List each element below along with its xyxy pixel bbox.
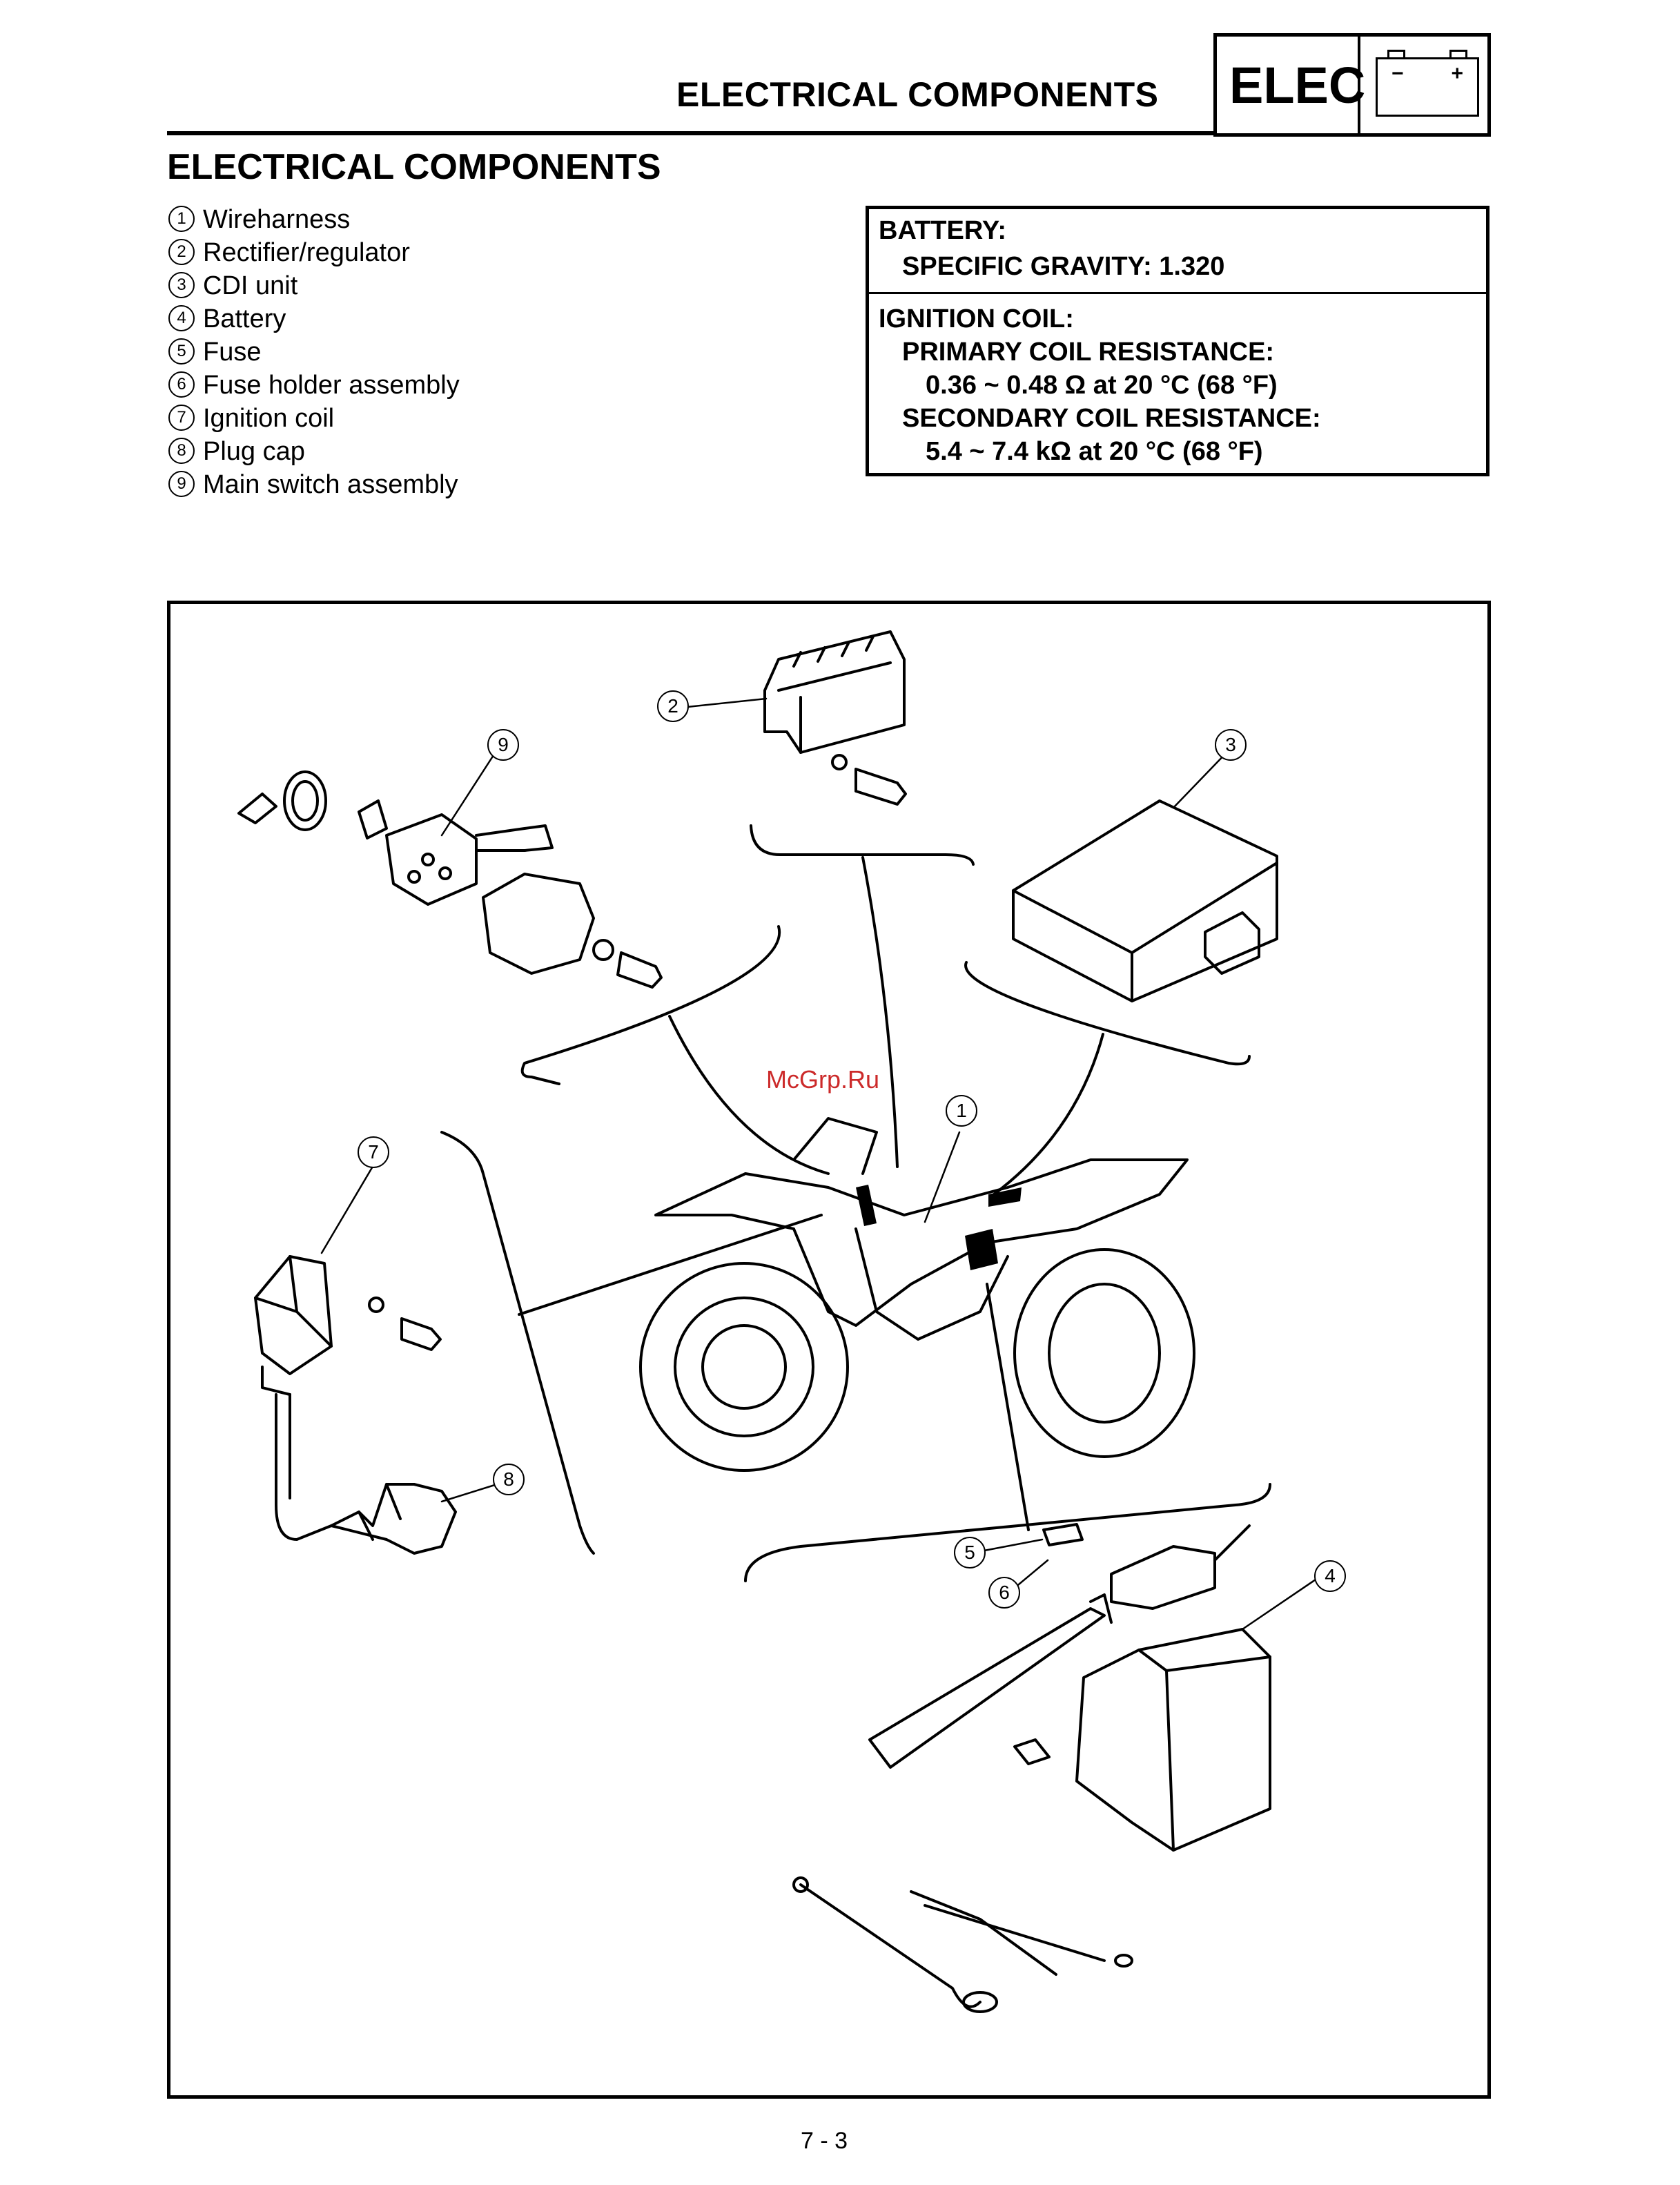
part-label: Ignition coil [203, 404, 335, 433]
specification-box: BATTERY: SPECIFIC GRAVITY: 1.320 IGNITIO… [866, 206, 1489, 476]
battery-icon: − + [1376, 50, 1479, 117]
battery-specific-gravity: SPECIFIC GRAVITY: 1.320 [902, 252, 1225, 281]
battery-cables-drawing [792, 1876, 1133, 2013]
part-number-badge: 5 [168, 338, 195, 365]
cdi-unit-drawing [1012, 799, 1278, 1002]
battery-positive-terminal [1449, 50, 1467, 58]
page-number: 7 - 3 [801, 2128, 848, 2154]
part-number-badge: 9 [168, 470, 195, 497]
plug-cap-drawing [330, 1483, 457, 1555]
primary-coil-heading: PRIMARY COIL RESISTANCE: [902, 338, 1275, 367]
part-label: Main switch assembly [203, 470, 458, 499]
parts-list-item: 5 Fuse [168, 336, 460, 369]
elec-section-badge: ELEC − + [1213, 33, 1491, 137]
callout-5-fuse: 5 [954, 1537, 986, 1569]
parts-list: 1 Wireharness 2 Rectifier/regulator 3 CDI u… [168, 203, 460, 501]
callout-8-plug-cap: 8 [493, 1464, 525, 1495]
badge-divider [1358, 37, 1360, 133]
rectifier-regulator-drawing [763, 630, 907, 806]
header-rule [167, 131, 1213, 135]
parts-list-item: 3 CDI unit [168, 269, 460, 302]
part-label: Battery [203, 304, 286, 333]
parts-list-item: 7 Ignition coil [168, 402, 460, 435]
part-label: Wireharness [203, 205, 351, 234]
parts-list-item: 6 Fuse holder assembly [168, 369, 460, 402]
callout-3-cdi-unit: 3 [1215, 729, 1247, 761]
battery-negative-terminal [1387, 50, 1405, 58]
part-number-badge: 7 [168, 404, 195, 431]
part-number-badge: 1 [168, 205, 195, 232]
part-number-badge: 3 [168, 271, 195, 298]
secondary-coil-heading: SECONDARY COIL RESISTANCE: [902, 404, 1321, 433]
section-title: ELECTRICAL COMPONENTS [167, 147, 661, 187]
secondary-coil-value: 5.4 ~ 7.4 kΩ at 20 °C (68 °F) [926, 437, 1263, 466]
callout-4-battery: 4 [1314, 1560, 1346, 1592]
callout-1-wireharness: 1 [946, 1095, 977, 1127]
motorcycle-drawing [639, 1117, 1195, 1472]
watermark-text: McGrp.Ru [766, 1065, 880, 1094]
part-number-badge: 6 [168, 371, 195, 398]
part-label: CDI unit [203, 271, 298, 300]
callout-9-main-switch: 9 [487, 729, 519, 761]
ignition-coil-drawing [254, 1255, 442, 1541]
leader-lines [440, 824, 1271, 1582]
callout-leaders [320, 697, 1321, 1631]
parts-list-item: 4 Battery [168, 302, 460, 336]
motorcycle-battery-highlight [856, 1185, 1022, 1270]
part-label: Fuse holder assembly [203, 371, 460, 400]
part-number-badge: 8 [168, 437, 195, 464]
parts-list-item: 9 Main switch assembly [168, 468, 460, 501]
callout-7-ignition-coil: 7 [358, 1136, 389, 1168]
battery-minus-sign: − [1391, 62, 1404, 85]
running-header-title: ELECTRICAL COMPONENTS [676, 75, 1159, 114]
parts-list-item: 2 Rectifier/regulator [168, 236, 460, 269]
battery-plus-sign: + [1451, 62, 1463, 85]
part-number-badge: 4 [168, 304, 195, 331]
battery-spec-heading: BATTERY: [879, 216, 1007, 245]
elec-badge-label: ELEC [1229, 57, 1366, 114]
primary-coil-value: 0.36 ~ 0.48 Ω at 20 °C (68 °F) [926, 371, 1278, 400]
main-switch-drawing [237, 770, 663, 989]
ignition-coil-heading: IGNITION COIL: [879, 304, 1074, 333]
parts-list-item: 1 Wireharness [168, 203, 460, 236]
spec-divider [869, 292, 1486, 294]
callout-6-fuse-holder: 6 [988, 1577, 1020, 1609]
part-number-badge: 2 [168, 238, 195, 265]
battery-drawing [868, 1593, 1271, 1852]
part-label: Fuse [203, 338, 262, 367]
fuse-holder-drawing [1042, 1523, 1251, 1610]
part-label: Plug cap [203, 437, 305, 466]
parts-list-item: 8 Plug cap [168, 435, 460, 468]
callout-2-rectifier-regulator: 2 [657, 690, 689, 722]
part-label: Rectifier/regulator [203, 238, 410, 267]
exploded-diagram-frame [167, 601, 1491, 2099]
